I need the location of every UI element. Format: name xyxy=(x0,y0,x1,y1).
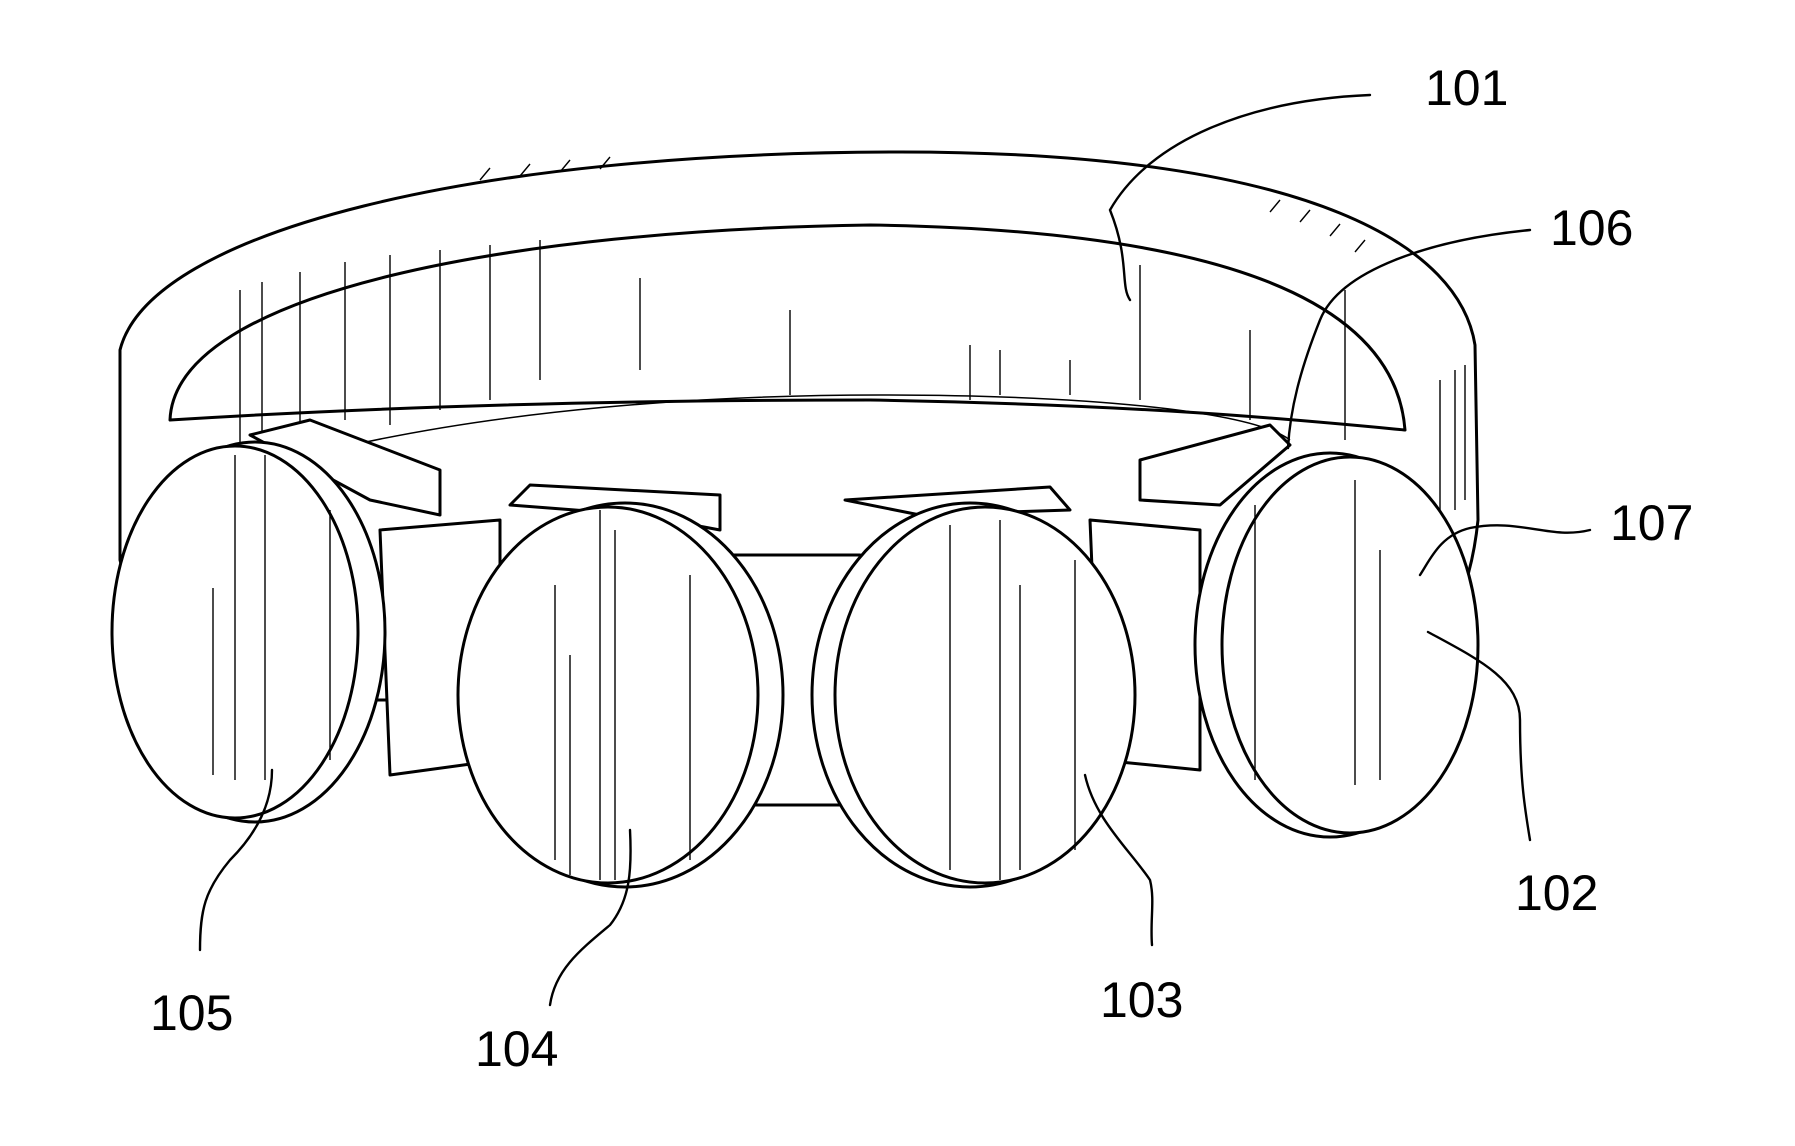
sensor-102 xyxy=(1195,453,1478,837)
label-101: 101 xyxy=(1425,60,1508,116)
label-106: 106 xyxy=(1550,200,1633,256)
sensor-105 xyxy=(112,442,385,822)
label-105: 105 xyxy=(150,985,233,1041)
label-102: 102 xyxy=(1515,865,1598,921)
label-104: 104 xyxy=(475,1021,558,1077)
leader-103 xyxy=(1085,775,1152,945)
label-107: 107 xyxy=(1610,495,1693,551)
sensor-102-face xyxy=(1222,457,1478,833)
sensor-104-face xyxy=(458,507,758,883)
sensor-103-face xyxy=(835,507,1135,883)
label-103: 103 xyxy=(1100,972,1183,1028)
sensor-103 xyxy=(812,503,1135,887)
sensor-104 xyxy=(458,503,783,887)
